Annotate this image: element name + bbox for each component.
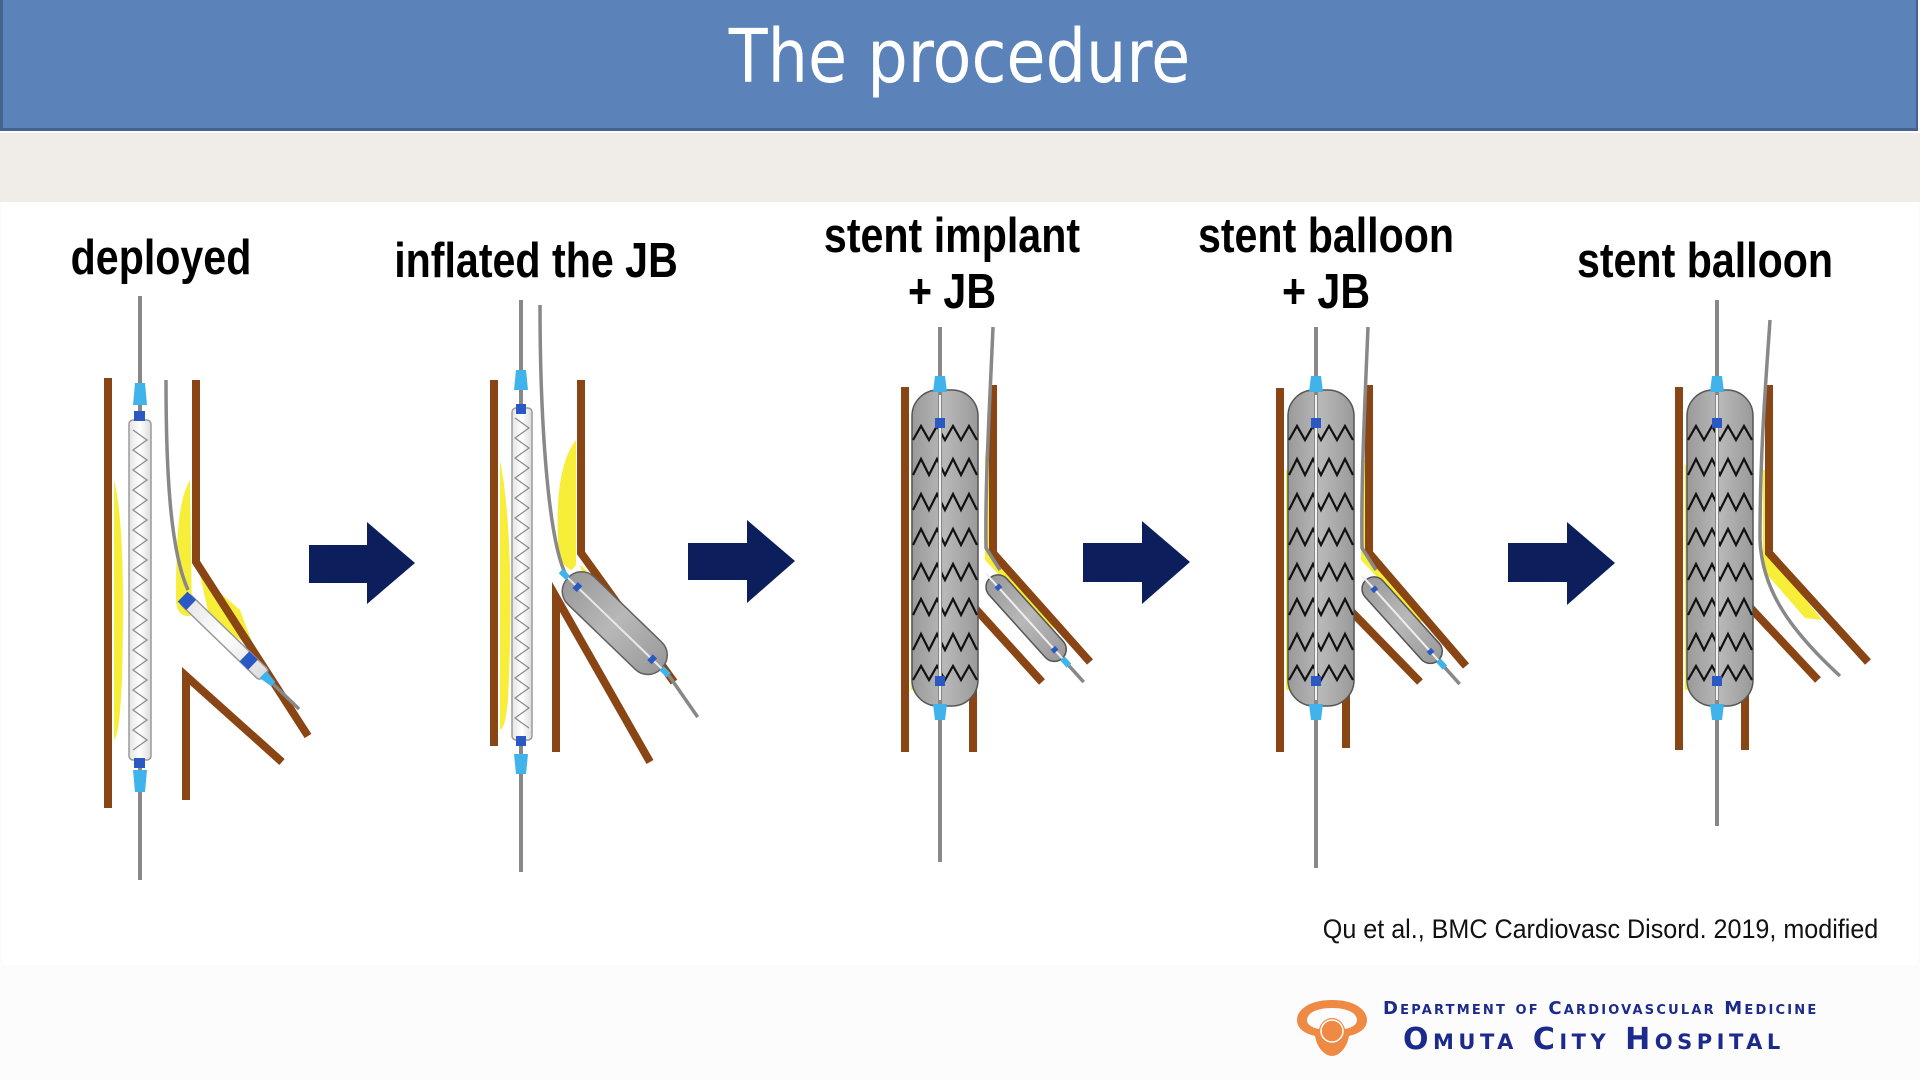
vessel-wall (552, 581, 654, 764)
step-label-3-line-2: + JB (907, 265, 997, 319)
vessel-wall (192, 380, 312, 739)
catheter-tip (1309, 376, 1323, 392)
title-bar: The procedure (0, 0, 1918, 131)
stent-marker (935, 418, 945, 428)
vessel-wall (1741, 591, 1821, 750)
step-5-diagram (1675, 300, 1871, 826)
jailed-wire (164, 379, 190, 591)
plaque (114, 480, 124, 740)
step-2-diagram (490, 300, 700, 872)
department-name: Department of Cardiovascular Medicine (1383, 998, 1819, 1019)
stent-struts (513, 417, 531, 729)
stent-marker (134, 758, 145, 768)
stent-marker (516, 404, 526, 414)
stent-struts (912, 423, 978, 683)
jailed-wire (984, 326, 1002, 571)
vessel-wall (989, 385, 1093, 665)
page-title: The procedure (728, 14, 1191, 100)
arrow-right-icon (309, 522, 415, 604)
step-label-4: stent balloon + JB (1158, 208, 1494, 320)
jailed-balloon-deflated (177, 591, 301, 711)
stent-marker (134, 411, 145, 421)
step-4-diagram (1276, 326, 1470, 868)
step-label-1: deployed (0, 230, 329, 286)
step-label-2-line-1: inflated the JB (394, 234, 678, 288)
catheter-tip (133, 770, 147, 792)
catheter-tip (933, 376, 947, 392)
hospital-name: Omuta City Hospital (1403, 1022, 1785, 1057)
catheter-tip (514, 370, 528, 390)
step-label-5-line-1: stent balloon (1576, 234, 1834, 288)
step-label-4-line-2: + JB (1281, 265, 1371, 319)
catheter-tip (933, 704, 947, 720)
plaque (1763, 470, 1822, 620)
stent-balloon (1686, 389, 1754, 707)
stent-marker (1712, 676, 1722, 686)
citation: Qu et al., BMC Cardiovasc Disord. 2019, … (1322, 914, 1878, 944)
step-label-4-line-1: stent balloon (1197, 209, 1455, 263)
stent-balloon (911, 389, 979, 707)
plaque (500, 460, 511, 730)
jailed-balloon-inflated (558, 568, 700, 719)
divider-band (0, 133, 1920, 202)
arrow-right-icon (688, 520, 795, 603)
stent-marker (1311, 418, 1321, 428)
stent-marker (935, 676, 945, 686)
step-label-2: inflated the JB (368, 233, 704, 289)
catheter-tip (1309, 704, 1323, 720)
jailed-balloon-inflated (1361, 574, 1461, 686)
vessel-wall (182, 667, 285, 800)
jailed-wire (1360, 326, 1378, 571)
step-label-3-line-1: stent implant (823, 209, 1081, 263)
catheter-tip (1710, 704, 1724, 720)
arrow-right-icon (1083, 521, 1190, 604)
stent-struts (131, 429, 149, 751)
step-label-3: stent implant + JB (784, 208, 1120, 320)
catheter-tip (514, 754, 528, 774)
step-1-diagram (104, 296, 312, 880)
stent-marker (1311, 676, 1321, 686)
stent-marker (516, 736, 526, 746)
plaque (557, 440, 576, 570)
catheter-tip (133, 383, 147, 405)
jailed-wire (538, 304, 568, 576)
jailed-wire (1758, 319, 1842, 678)
plaque (176, 480, 192, 617)
vessel-wall (1765, 385, 1871, 665)
vessel-wall (1365, 385, 1470, 669)
catheter-tip (1710, 376, 1724, 392)
step-3-diagram (901, 326, 1093, 862)
stent-balloon (1287, 389, 1355, 707)
step-label-5: stent balloon (1537, 233, 1873, 289)
jailed-balloon-inflated (985, 572, 1085, 684)
hospital-logo-icon (1297, 1000, 1367, 1056)
step-label-1-line-1: deployed (70, 231, 252, 285)
stent-marker (1712, 418, 1722, 428)
plaque (985, 455, 1060, 630)
arrow-right-icon (1508, 522, 1615, 605)
